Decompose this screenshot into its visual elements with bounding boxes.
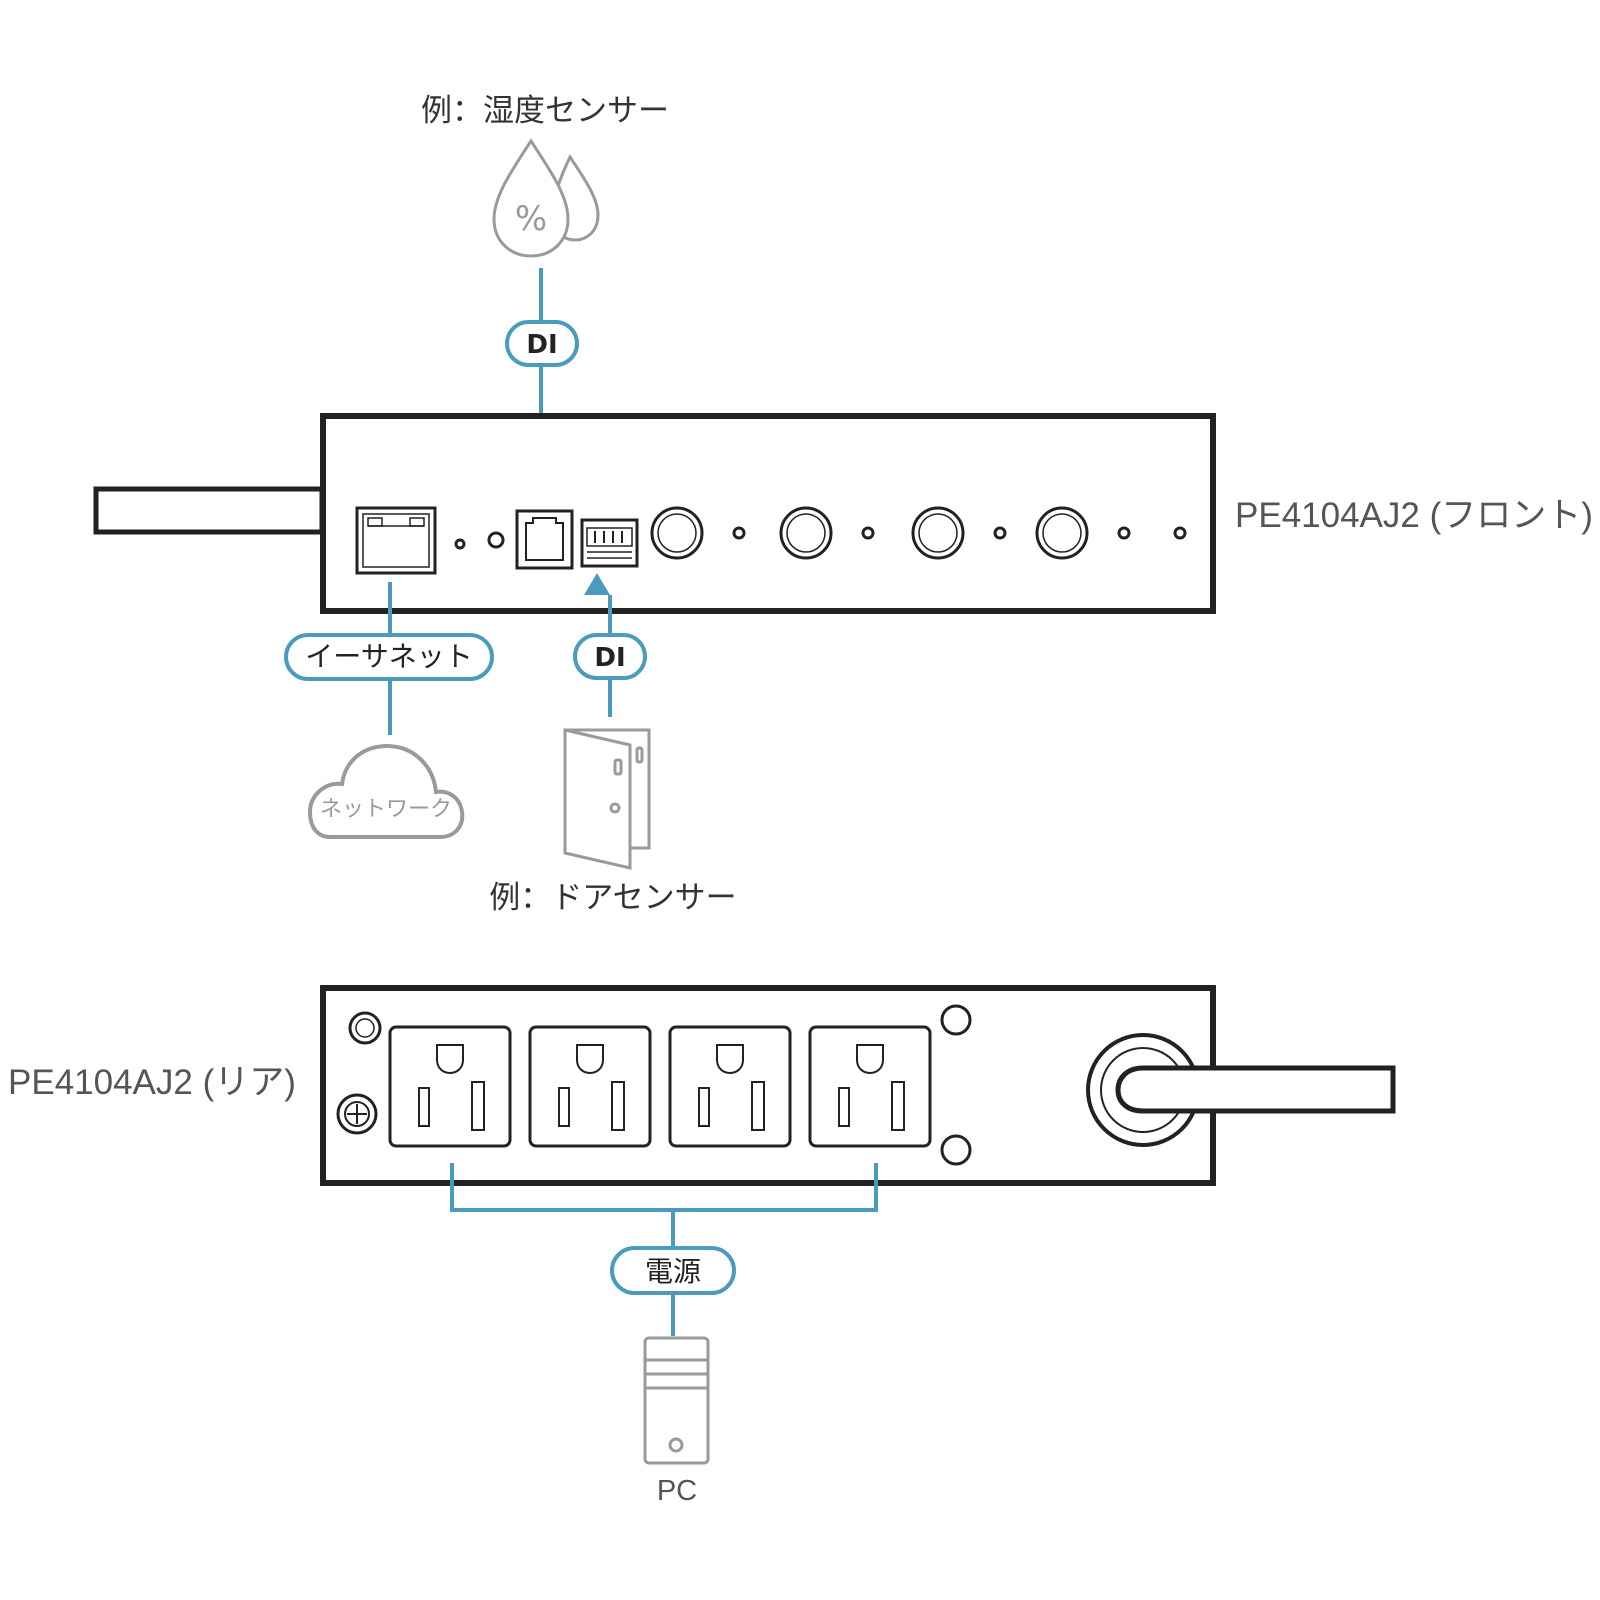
outlet-led (1117, 526, 1131, 540)
power-outlet-icon (388, 1025, 512, 1148)
front-device-label: PE4104AJ2 (フロント) (1235, 496, 1593, 535)
rear-power-cable (1115, 1065, 1396, 1114)
reset-button (487, 531, 505, 549)
outlet-led (732, 526, 746, 540)
pc-label: PC (657, 1475, 697, 1507)
outlet-led (861, 526, 875, 540)
front-power-cable (93, 486, 325, 535)
ground-screw (336, 1093, 378, 1135)
mount-hole (940, 1134, 972, 1166)
power-bracket-line (450, 1163, 878, 1212)
outlet-button (650, 506, 704, 560)
door-sensor-label: 例：ドアセンサー (489, 880, 736, 916)
ethernet-badge: イーサネット (284, 633, 494, 681)
indicator-led (454, 538, 466, 550)
outlet-button (911, 506, 965, 560)
arrow-up-icon (584, 573, 610, 595)
pc-tower-icon (643, 1336, 710, 1465)
outlet-button (779, 506, 833, 560)
ethernet-badge-label: イーサネット (305, 640, 472, 673)
di-badge-bottom-label: DI (594, 643, 625, 673)
power-outlet-icon (808, 1025, 932, 1148)
sensor-port (515, 509, 574, 570)
pdu-rear-panel (320, 985, 1396, 1186)
power-outlet-icon (668, 1025, 792, 1148)
network-cloud-label: ネットワーク (320, 797, 452, 822)
power-outlet-icon (528, 1025, 652, 1148)
humidity-symbol: % (515, 199, 547, 239)
outlet-led (993, 526, 1007, 540)
water-drops-icon: % (492, 138, 600, 258)
power-badge: 電源 (610, 1246, 736, 1295)
ethernet-port (355, 506, 437, 575)
di-badge-bottom: DI (573, 633, 647, 680)
mount-screw (348, 1011, 382, 1045)
pdu-front-panel (93, 413, 1216, 614)
humidity-sensor-label: 例：湿度センサー (421, 93, 669, 129)
outlet-button (1035, 506, 1089, 560)
rear-device-label: PE4104AJ2 (リア) (8, 1063, 296, 1102)
di-terminal-block (580, 518, 639, 568)
power-badge-label: 電源 (645, 1255, 701, 1288)
door-icon (563, 728, 651, 870)
cloud-icon: ネットワーク (307, 743, 465, 839)
di-badge-top-label: DI (526, 330, 557, 360)
mount-hole (940, 1004, 972, 1036)
di-badge-top: DI (505, 320, 579, 367)
power-led (1173, 526, 1187, 540)
